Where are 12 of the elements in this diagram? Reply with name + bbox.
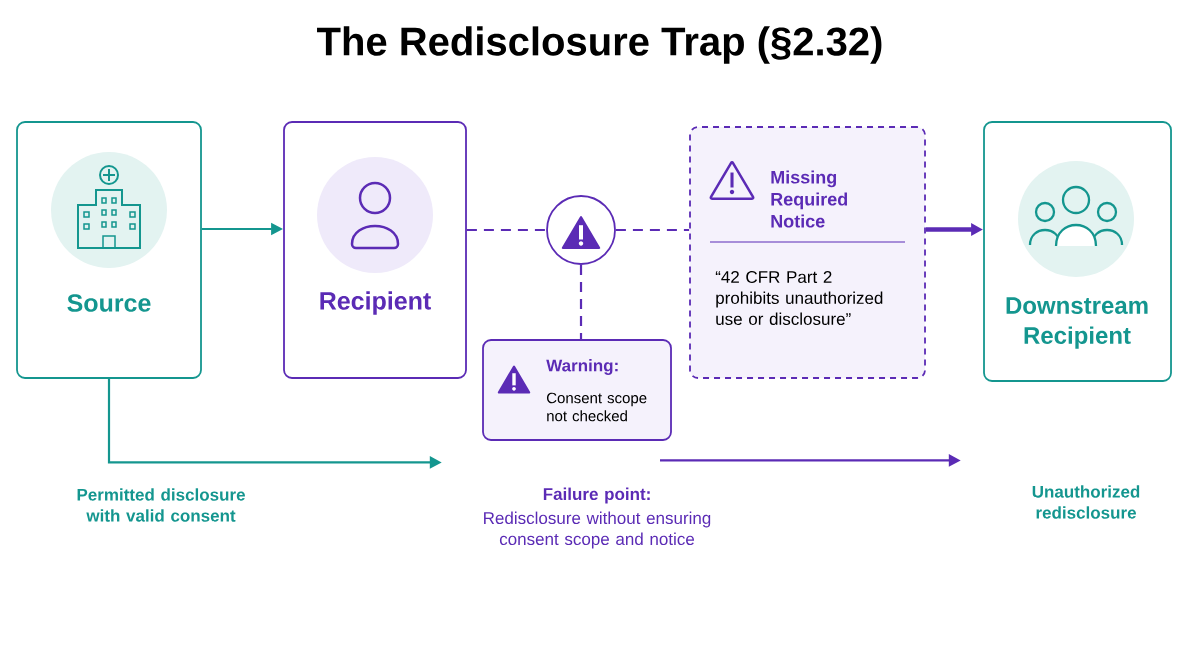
outcome-note: Unauthorized redisclosure bbox=[1032, 485, 1140, 519]
box-title: Recipient bbox=[320, 291, 431, 315]
box-title: Warning: bbox=[546, 359, 618, 375]
failure-note: Failure point: Redisclosure without ensuring consent scope and notice bbox=[484, 487, 711, 549]
box-text: Consent scope not checked bbox=[547, 392, 647, 422]
box-title: Source bbox=[67, 294, 151, 312]
quote-text: “42 CFR Part 2 prohibits unauthorized use or disclosure” bbox=[715, 271, 883, 326]
title: The Redisclosure Trap (§2.32) bbox=[317, 26, 882, 64]
caption-text: Permitted disclosure with valid consent bbox=[77, 488, 245, 522]
box-title: Downstream Recipient bbox=[1006, 297, 1148, 349]
warning-circle bbox=[546, 195, 616, 265]
box-title: Missing Required Notice bbox=[771, 170, 848, 228]
